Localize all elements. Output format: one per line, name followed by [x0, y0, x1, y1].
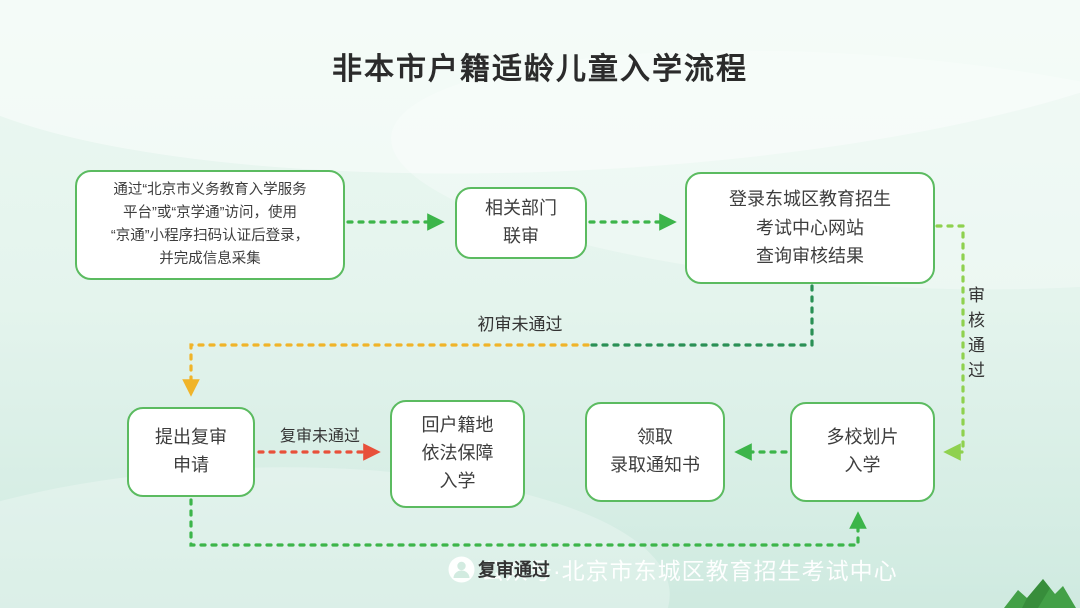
- edge-label-initial-review-fail: 初审未通过: [477, 315, 563, 334]
- arrow-rereview-pass-to-multi-school: [189, 498, 867, 547]
- node-text-line: 查询审核结果: [756, 246, 864, 267]
- node-text-line: 申请: [173, 455, 209, 475]
- node-text-line: 平台”或“京学通”访问，使用: [123, 204, 297, 221]
- arrow-initial-fail-segment-yellow: [182, 343, 590, 397]
- watermark: 公众号·北京市东城区教育招生考试中心: [448, 552, 898, 586]
- flow-node-check-result: 登录东城区教育招生 考试中心网站 查询审核结果: [685, 172, 935, 284]
- flow-node-reapply: 提出复审 申请: [127, 407, 255, 497]
- edge-label-re-review-fail: 复审未通过: [279, 428, 360, 445]
- node-text-line: 通过“北京市义务教育入学服务: [113, 181, 307, 198]
- page-title: 非本市户籍适龄儿童入学流程: [332, 53, 748, 86]
- node-text-line: “京通”小程序扫码认证后登录，: [110, 228, 310, 244]
- node-text-line: 登录东城区教育招生: [729, 188, 891, 209]
- node-text-line: 并完成信息采集: [159, 251, 261, 268]
- node-text-line: 相关部门: [485, 198, 557, 219]
- node-text-line: 多校划片: [826, 427, 899, 448]
- edge-label-re-review-pass: 复审通过: [478, 560, 550, 580]
- arrow-initial-fail-segment-green: [586, 284, 814, 347]
- flow-node-platform-register: 通过“北京市义务教育入学服务 平台”或“京学通”访问，使用 “京通”小程序扫码认…: [75, 170, 345, 280]
- node-text-line: 入学: [844, 455, 881, 475]
- node-text-line: 依法保障: [421, 443, 494, 464]
- node-text-line: 入学: [439, 470, 476, 491]
- node-text-line: 提出复审: [155, 427, 227, 448]
- node-text-line: 回户籍地: [421, 415, 494, 436]
- arrow-review-pass-to-multi-school: [935, 224, 965, 461]
- flow-node-joint-review: 相关部门 联审: [455, 187, 587, 259]
- node-text-line: 联审: [503, 226, 539, 246]
- mountain-icon: [1004, 579, 1076, 608]
- node-text-line: 录取通知书: [610, 455, 700, 475]
- node-text-line: 考试中心网站: [756, 217, 864, 238]
- node-text-line: 领取: [637, 427, 673, 448]
- official-account-icon: [448, 556, 475, 582]
- edge-label-review-pass: 审核通过: [965, 286, 984, 386]
- flow-node-multi-school: 多校划片 入学: [790, 402, 935, 502]
- flow-node-hukou-return: 回户籍地 依法保障 入学: [390, 400, 525, 508]
- watermark-text: 公众号·北京市东城区教育招生考试中心: [481, 558, 898, 584]
- flow-node-admission-notice: 领取 录取通知书: [585, 402, 725, 502]
